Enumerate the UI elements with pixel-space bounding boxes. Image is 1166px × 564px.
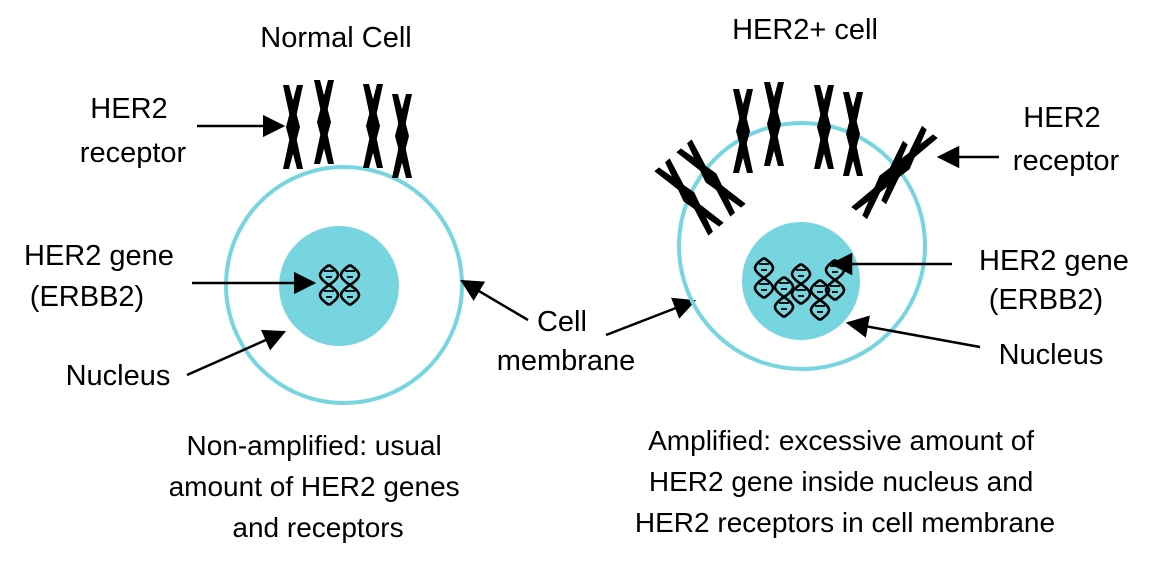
her2-receptor-icon — [814, 85, 834, 169]
her2-nucleus-label: Nucleus — [999, 339, 1104, 371]
normal-nucleus-label: Nucleus — [66, 360, 171, 392]
normal-caption: Non-amplified: usual amount of HER2 gene… — [169, 430, 468, 543]
normal-receptors — [283, 80, 412, 178]
her2-receptor-icon — [363, 84, 383, 168]
normal-receptor-label: HER2 receptor — [80, 93, 187, 169]
her2-caption: Amplified: excessive amount of HER2 gene… — [635, 425, 1055, 538]
her2-receptor-icon — [870, 125, 938, 205]
her2-receptor-icon — [392, 94, 412, 178]
normal-cell-title: Normal Cell — [260, 22, 411, 54]
membrane-arrow-left — [460, 279, 529, 322]
her2-receptors — [654, 82, 938, 236]
normal-nucleus — [279, 226, 399, 346]
cell-membrane-label: Cell membrane — [497, 306, 636, 377]
her2-receptor-icon — [654, 158, 724, 236]
her2-receptor-icon — [283, 85, 303, 169]
normal-cell-panel: Normal Cell HER2 receptor HER2 gene (ERB… — [24, 22, 468, 543]
membrane-arrow-right — [605, 297, 697, 337]
membrane-label-group: Cell membrane — [460, 279, 697, 377]
her2-receptor-icon — [733, 89, 753, 173]
her2-nucleus — [742, 222, 860, 340]
her2-nucleus-arrow — [845, 315, 981, 349]
her2-gene-label: HER2 gene (ERBB2) — [979, 245, 1137, 316]
normal-nucleus-arrow — [186, 329, 287, 377]
her2-receptor-icon — [764, 82, 784, 166]
her2-cell-membrane — [677, 121, 927, 371]
her2-positive-panel: HER2+ cell HER2 receptor HER2 gene — [635, 14, 1137, 538]
her2-cell-title: HER2+ cell — [732, 14, 878, 46]
her2-receptor-label: HER2 receptor — [1013, 102, 1120, 177]
normal-gene-label: HER2 gene (ERBB2) — [24, 240, 182, 313]
her2-receptor-icon — [314, 80, 334, 164]
her2-receptor-icon — [843, 92, 863, 176]
